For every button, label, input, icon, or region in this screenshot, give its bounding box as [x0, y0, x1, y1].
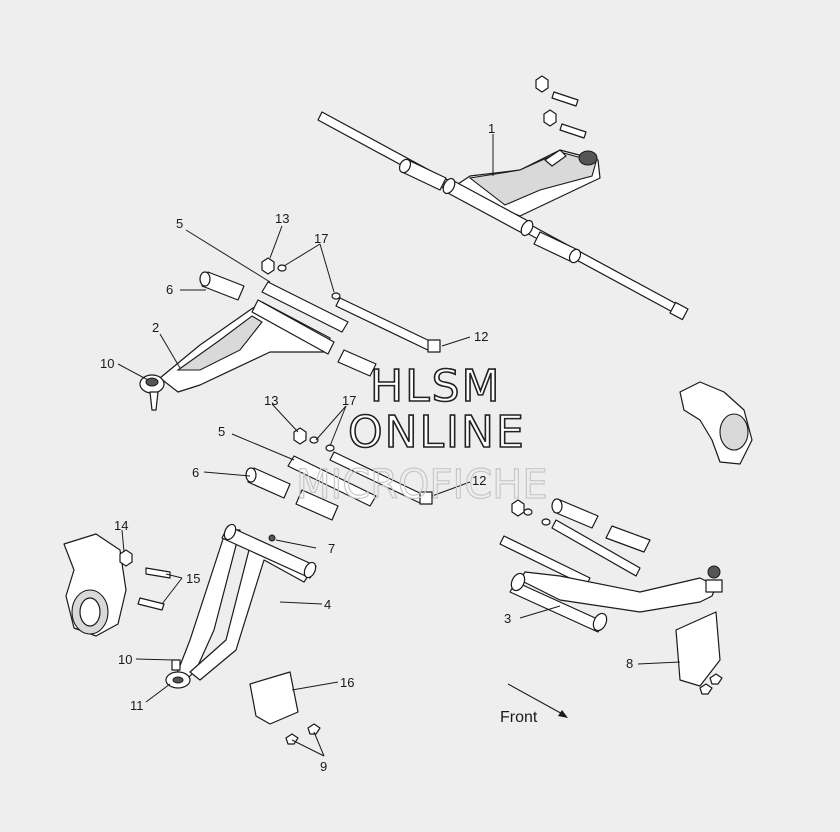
- screws-part-9: [285, 723, 321, 745]
- label-part-13-upper: 13: [275, 211, 289, 226]
- label-part-6-lower: 6: [192, 465, 199, 480]
- label-part-1: 1: [488, 121, 495, 136]
- watermark-line-1: HLSM: [370, 361, 502, 412]
- label-part-14: 14: [114, 518, 128, 533]
- leader-lines: [117, 134, 681, 757]
- bolts-part-15: [119, 549, 171, 611]
- label-part-7: 7: [328, 541, 335, 556]
- label-part-15: 15: [186, 571, 200, 586]
- label-part-10-upper: 10: [100, 356, 114, 371]
- shaft-part-5-lower: [287, 455, 377, 507]
- label-part-9: 9: [320, 759, 327, 774]
- bushing-upper-b: [533, 231, 582, 264]
- bolt-top-1: [535, 75, 587, 139]
- a-arm-part-3: [509, 565, 723, 633]
- screws-part-8: [699, 673, 723, 695]
- grease-fitting-part-7: [268, 534, 276, 542]
- a-arm-part-1: [442, 149, 601, 237]
- label-part-17-upper: 17: [314, 231, 328, 246]
- knuckle-left: [63, 533, 127, 637]
- bolt-part-12-lower: [329, 451, 433, 505]
- label-part-12-lower: 12: [472, 473, 486, 488]
- knuckle-right: [679, 381, 753, 465]
- label-part-17-lower: 17: [342, 393, 356, 408]
- guard-part-8: [675, 611, 721, 687]
- watermark-line-2: ONLINE: [348, 407, 526, 458]
- label-part-4: 4: [324, 597, 331, 612]
- watermark: HLSM ONLINE MICROFICHE: [295, 360, 548, 508]
- label-part-16: 16: [340, 675, 354, 690]
- right-bushings: [511, 498, 651, 577]
- label-part-6-upper: 6: [166, 282, 173, 297]
- label-part-3: 3: [504, 611, 511, 626]
- bushing-upper-a: [398, 158, 447, 191]
- label-part-13-lower: 13: [264, 393, 278, 408]
- watermark-line-3: MICROFICHE: [296, 462, 548, 508]
- label-front: Front: [500, 709, 538, 726]
- label-part-10-lower: 10: [118, 652, 132, 667]
- bushing-part-6-lower: [245, 467, 339, 521]
- label-part-12-upper: 12: [474, 329, 488, 344]
- a-arm-part-2: [139, 299, 335, 411]
- label-part-2: 2: [152, 320, 159, 335]
- label-part-11: 11: [130, 698, 144, 713]
- label-part-5-lower: 5: [218, 424, 225, 439]
- nut-part-13-upper: [261, 257, 275, 275]
- nut-part-13-lower: [293, 427, 307, 445]
- part-labels: 1 5 13 17 6 2 10 12 13 17 5 6 12 14 7 15…: [100, 121, 633, 774]
- washers-part-17-upper: [277, 264, 341, 300]
- bolt-part-12-upper: [335, 297, 441, 353]
- front-arrow-head: [558, 710, 568, 718]
- bushing-part-6-upper: [199, 271, 245, 301]
- label-part-5-upper: 5: [176, 216, 183, 231]
- a-arm-part-4: [165, 523, 317, 689]
- guard-part-16: [249, 671, 299, 725]
- label-part-8: 8: [626, 656, 633, 671]
- bushing-left-upper-b: [337, 349, 377, 377]
- shaft-part-5-upper: [261, 281, 349, 333]
